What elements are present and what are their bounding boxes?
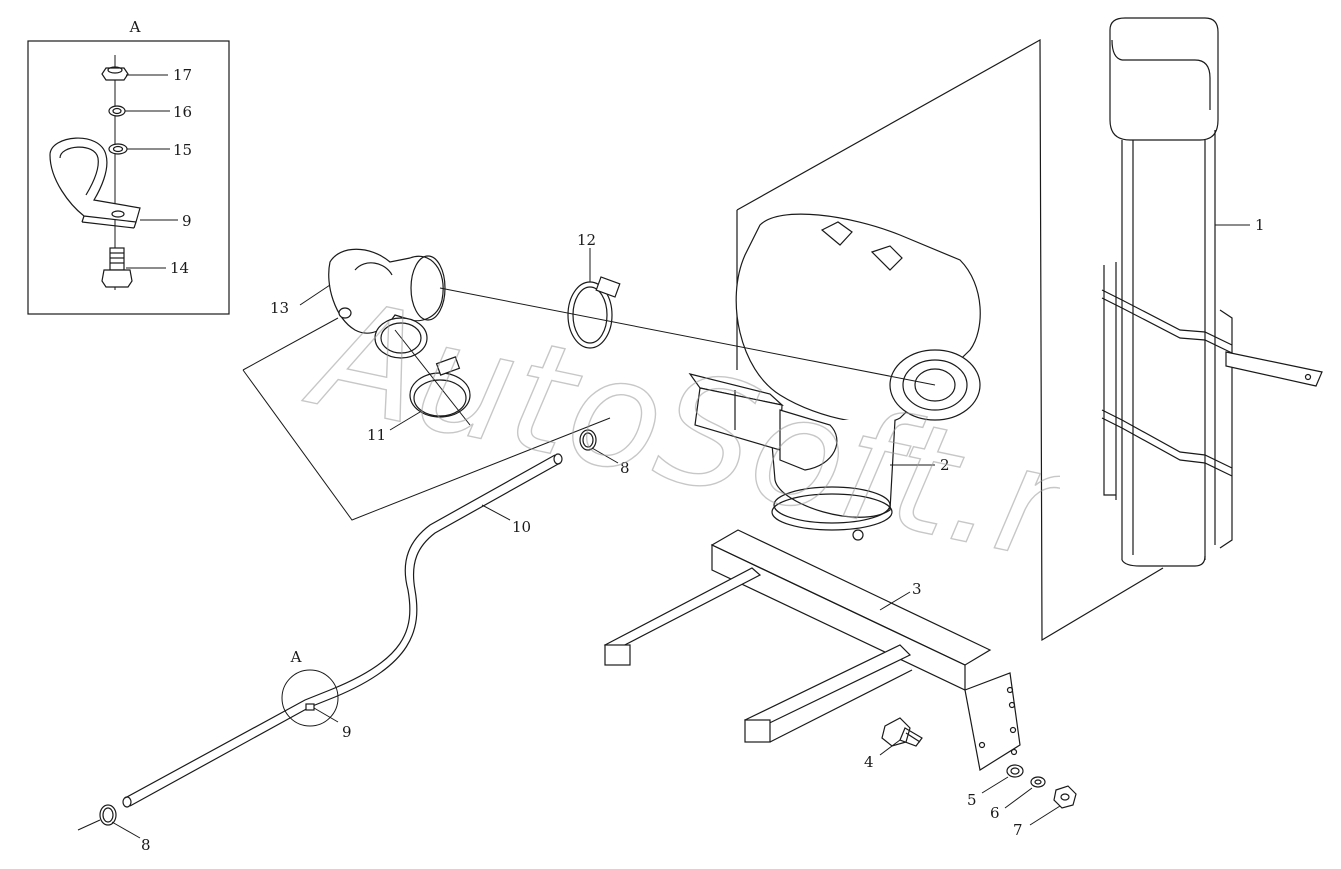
callout-16: 16 [173,103,192,121]
callout-5: 5 [967,791,977,809]
callout-7: 7 [1013,821,1023,839]
callout-14: 14 [170,259,189,277]
flat-washer-15 [108,143,128,155]
assembly-axis-lines [242,287,936,521]
detail-view-a: A [27,18,230,315]
spring-washer-6 [1030,776,1046,788]
callout-1: 1 [1255,216,1265,234]
bolt-4 [881,717,923,747]
hose-clamp-12 [567,276,621,349]
detail-marker-letter: A [290,648,302,666]
callout-4: 4 [864,753,874,771]
detail-frame [27,40,230,315]
callout-3: 3 [912,580,922,598]
elbow-hose-13 [328,248,446,359]
mounting-bracket-3 [603,529,1021,771]
callout-9-tube: 9 [342,723,352,741]
callout-9-detail: 9 [182,212,192,230]
callout-2: 2 [940,456,950,474]
detail-marker-a [281,669,339,727]
breather-tube-10 [122,453,563,808]
callout-6: 6 [990,804,1000,822]
air-cleaner-2 [688,213,981,541]
bolt-14 [101,247,133,288]
washer-5 [1006,764,1024,778]
spring-washer-16 [108,105,126,117]
air-intake-pipe-1 [1101,17,1323,567]
callout-11: 11 [367,426,386,444]
detail-view-letter: A [129,18,141,36]
callout-13: 13 [270,299,289,317]
nut-7 [1053,785,1077,809]
hose-clamp-8-lower [77,804,117,831]
pipe-clamp-9 [49,137,141,229]
callout-10: 10 [512,518,531,536]
callout-15: 15 [173,141,192,159]
callout-8-upper: 8 [620,459,630,477]
callout-8-lower: 8 [141,836,151,854]
hose-clamp-8-upper [579,429,597,451]
nut-17 [101,66,129,81]
callout-12: 12 [577,231,596,249]
callout-17: 17 [173,66,192,84]
